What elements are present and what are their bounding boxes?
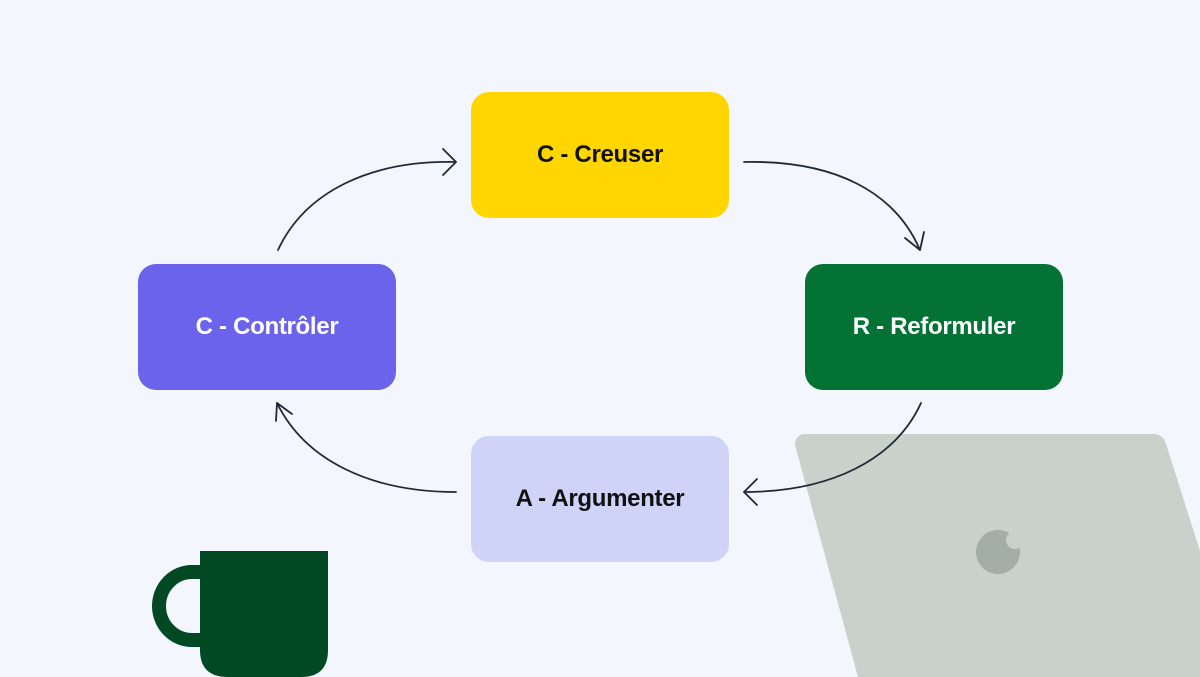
step-controler: C - Contrôler [138,264,396,390]
step-controler-label: C - Contrôler [195,313,339,340]
step-argumenter-label: A - Argumenter [515,485,685,512]
step-creuser-label: C - Creuser [536,141,664,168]
arrow-argumenter-to-controler [275,402,457,493]
arrow-creuser-to-reformuler [743,161,925,251]
step-argumenter: A - Argumenter [471,436,729,562]
apple-logo-icon [976,530,1024,574]
step-creuser: C - Creuser [471,92,729,218]
step-reformuler: R - Reformuler [805,264,1063,390]
mug-handle [152,565,200,647]
step-reformuler-label: R - Reformuler [852,313,1016,340]
arrow-reformuler-to-argumenter [743,402,922,506]
arrow-controler-to-creuser [277,148,457,251]
mug-body [200,551,328,677]
